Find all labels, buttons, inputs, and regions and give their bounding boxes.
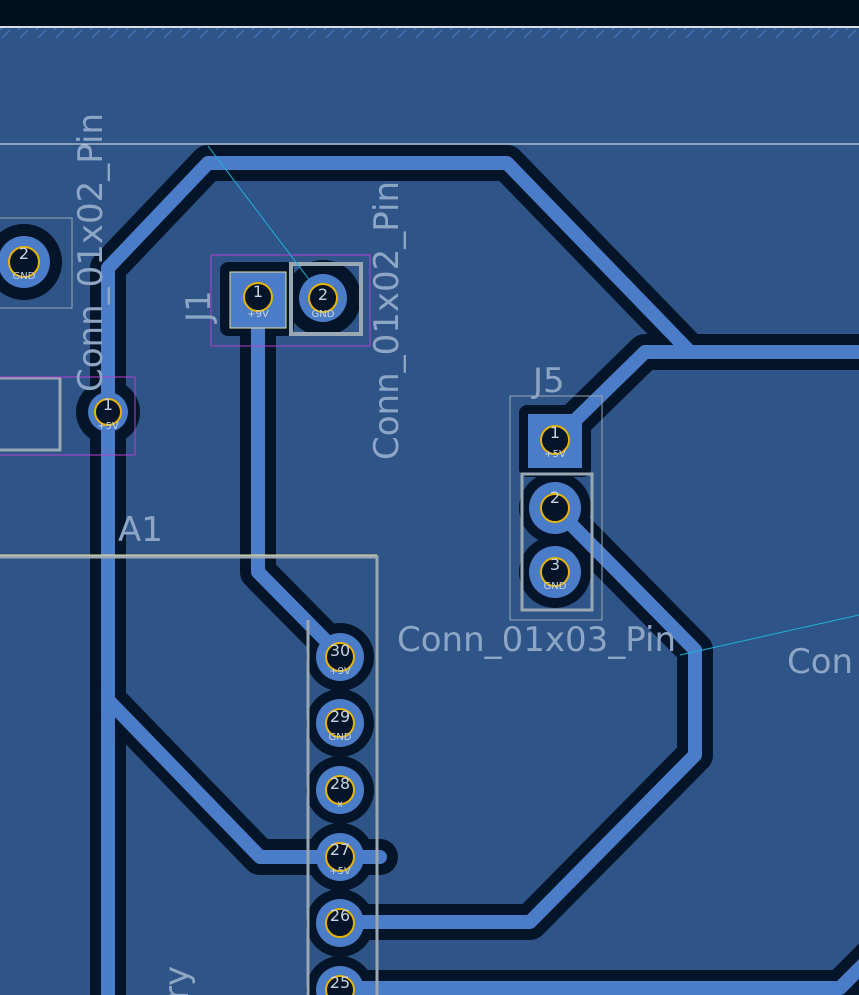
track-signal-26 bbox=[333, 501, 702, 929]
ratsnest bbox=[207, 145, 859, 656]
svg-text:1: 1 bbox=[253, 282, 263, 301]
pad-a1-27: 27 +5V bbox=[316, 833, 364, 881]
svg-text:GND: GND bbox=[329, 732, 352, 743]
svg-text:27: 27 bbox=[330, 840, 350, 859]
svg-text:x: x bbox=[337, 799, 343, 810]
svg-text:+9V: +9V bbox=[329, 666, 351, 677]
j5-value: Conn_01x03_Pin bbox=[397, 620, 676, 660]
j1-value: Conn_01x02_Pin bbox=[367, 181, 407, 460]
svg-text:+5V: +5V bbox=[544, 449, 566, 460]
svg-text:GND: GND bbox=[13, 271, 36, 282]
a1-reference: A1 bbox=[118, 510, 163, 550]
left-conn-value: Conn_01x02_Pin bbox=[71, 113, 111, 392]
svg-text:+9V: +9V bbox=[247, 309, 269, 320]
svg-text:+5V: +5V bbox=[97, 421, 119, 432]
track-5v-j5 bbox=[548, 345, 859, 447]
svg-text:28: 28 bbox=[330, 774, 350, 793]
pad-j5-2: 2 bbox=[529, 482, 581, 534]
track-signal-25 bbox=[333, 959, 859, 995]
zone-hatch bbox=[0, 28, 859, 38]
copper-zone[interactable] bbox=[0, 28, 859, 995]
track-gnd-outer bbox=[101, 156, 697, 995]
svg-text:25: 25 bbox=[330, 973, 350, 992]
pad-a1-30: 30 +9V bbox=[316, 633, 364, 681]
svg-text:GND: GND bbox=[312, 309, 335, 320]
silkscreen-labels: Conn_01x02_Pin Conn_01x02_Pin J1 J5 A1 C… bbox=[71, 113, 853, 995]
track-9v bbox=[251, 290, 347, 662]
svg-text:GND: GND bbox=[544, 581, 567, 592]
svg-text:2: 2 bbox=[318, 285, 328, 304]
j5-reference: J5 bbox=[531, 361, 565, 401]
svg-text:29: 29 bbox=[330, 707, 350, 726]
pad-a1-25: 25 bbox=[316, 966, 364, 995]
svg-text:+5V: +5V bbox=[329, 866, 351, 877]
bottom-partial-label: ry bbox=[157, 966, 197, 995]
svg-text:2: 2 bbox=[550, 488, 560, 507]
pad-j5-1: 1 +5V bbox=[528, 414, 582, 468]
pad-a1-26: 26 bbox=[316, 899, 364, 947]
pad-j1-1: 1 +9V bbox=[229, 271, 287, 329]
j1-reference: J1 bbox=[179, 290, 219, 324]
svg-text:1: 1 bbox=[550, 423, 560, 442]
pad-a1-28: 28 x bbox=[316, 766, 364, 814]
svg-text:30: 30 bbox=[330, 641, 350, 660]
svg-text:1: 1 bbox=[103, 395, 113, 414]
svg-text:2: 2 bbox=[19, 244, 29, 263]
pad-left-a1-1: 1 +5V bbox=[88, 392, 128, 432]
svg-text:26: 26 bbox=[330, 906, 350, 925]
right-partial-label: Con bbox=[787, 642, 853, 682]
svg-text:3: 3 bbox=[550, 555, 560, 574]
